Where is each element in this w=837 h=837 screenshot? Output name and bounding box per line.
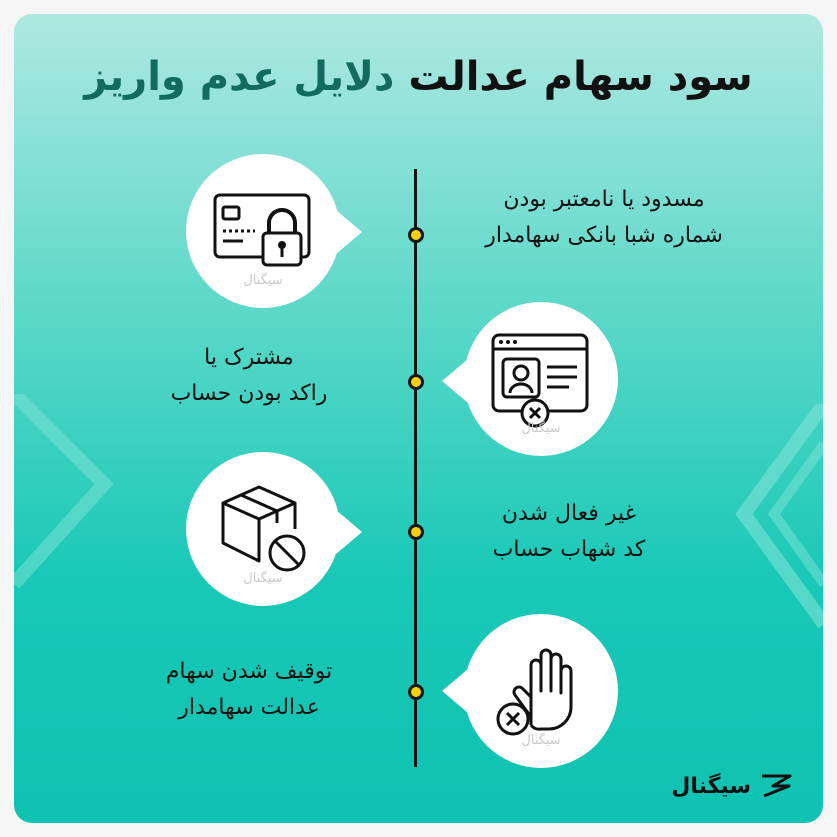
item-4-line-1: توقیف شدن سهام — [165, 659, 333, 684]
bubble-watermark: سیگنال — [521, 733, 561, 748]
profile-window-x-icon — [491, 333, 589, 428]
bubble-pointer — [442, 359, 468, 403]
item-4-bubble: سیگنال — [464, 614, 618, 768]
item-3-line-1: غیر فعال شدن — [501, 501, 637, 526]
item-2-line-2: راکد بودن حساب — [170, 381, 328, 406]
bubble-watermark: سیگنال — [521, 421, 561, 436]
hand-stop-x-icon — [496, 648, 573, 736]
credit-card-lock-icon — [213, 193, 311, 267]
infographic-card: سود سهام عدالت دلایل عدم واریز سیگنال مس… — [14, 14, 823, 823]
signal-logo-icon — [762, 774, 792, 798]
timeline-dot — [408, 684, 424, 700]
bubble-watermark: سیگنال — [243, 273, 283, 288]
bubble-pointer — [336, 510, 362, 554]
decorative-chevrons-right — [735, 404, 823, 629]
item-4-text: توقیف شدن سهام عدالت سهامدار — [124, 654, 374, 726]
item-3-bubble: سیگنال — [186, 452, 340, 606]
page-title: سود سهام عدالت دلایل عدم واریز — [14, 54, 823, 100]
item-2-line-1: مشترک یا — [204, 345, 294, 370]
timeline-dot — [408, 374, 424, 390]
item-1-bubble: سیگنال — [186, 154, 340, 308]
timeline-dot — [408, 227, 424, 243]
timeline-line — [414, 169, 417, 767]
title-part-black: سود سهام عدالت — [408, 54, 753, 100]
item-3-line-2: کد شهاب حساب — [492, 537, 646, 562]
timeline-dot — [408, 524, 424, 540]
box-blocked-icon — [221, 485, 306, 572]
item-1-line-2: شماره شبا بانکی سهامدار — [485, 223, 723, 248]
item-1-text: مسدود یا نامعتبر بودن شماره شبا بانکی سه… — [444, 182, 764, 254]
item-3-text: غیر فعال شدن کد شهاب حساب — [444, 496, 694, 568]
decorative-chevrons-left — [14, 394, 114, 589]
item-4-line-2: عدالت سهامدار — [178, 695, 320, 720]
brand-name: سیگنال — [671, 773, 751, 799]
bubble-pointer — [336, 210, 362, 254]
title-part-dark: دلایل عدم واریز — [84, 54, 395, 100]
item-2-text: مشترک یا راکد بودن حساب — [114, 340, 384, 412]
item-1-line-1: مسدود یا نامعتبر بودن — [503, 187, 705, 212]
brand-logo: سیگنال — [671, 773, 793, 799]
bubble-watermark: سیگنال — [243, 571, 283, 586]
bubble-pointer — [442, 669, 468, 713]
item-2-bubble: سیگنال — [464, 302, 618, 456]
